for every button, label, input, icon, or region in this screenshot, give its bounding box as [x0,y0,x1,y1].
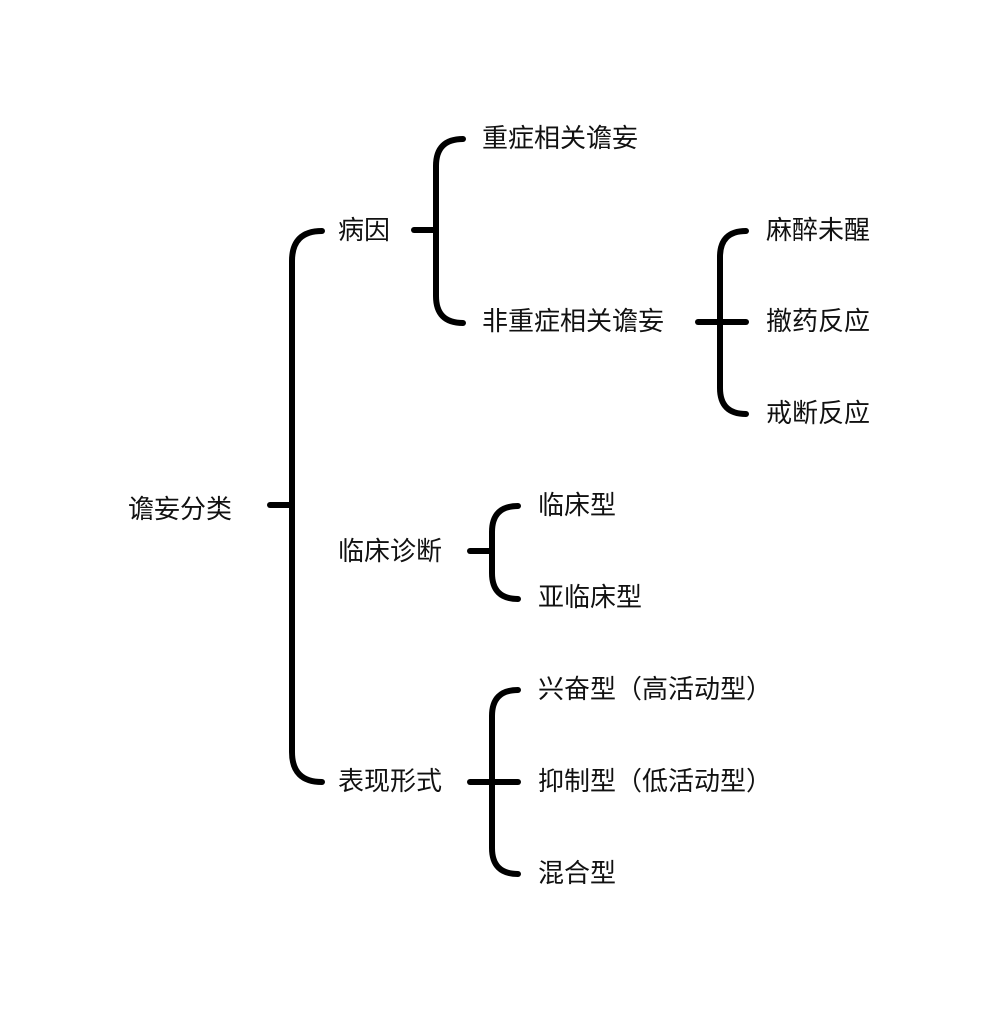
severe-delirium-label: 重症相关谵妄 [482,124,639,154]
diagnosis-label: 临床诊断 [338,537,443,567]
presentation-label: 表现形式 [338,767,443,797]
subclinical-type-label: 亚临床型 [538,583,643,613]
nonsevere-delirium-label: 非重症相关谵妄 [482,307,665,337]
anesthesia-label: 麻醉未醒 [766,216,871,246]
etiology-label: 病因 [338,216,391,246]
hypoactive-type-label: 抑制型（低活动型） [538,767,773,797]
etiology-bracket [433,136,466,326]
clinical-type-label: 临床型 [538,491,617,521]
root-bracket [289,228,325,785]
diagnosis-bracket [489,503,521,602]
drug-withdrawal-label: 撤药反应 [766,307,871,337]
root-label: 谵妄分类 [128,495,233,525]
mixed-type-label: 混合型 [538,859,617,889]
hyperactive-type-label: 兴奋型（高活动型） [538,675,773,705]
abstinence-label: 戒断反应 [766,399,871,429]
